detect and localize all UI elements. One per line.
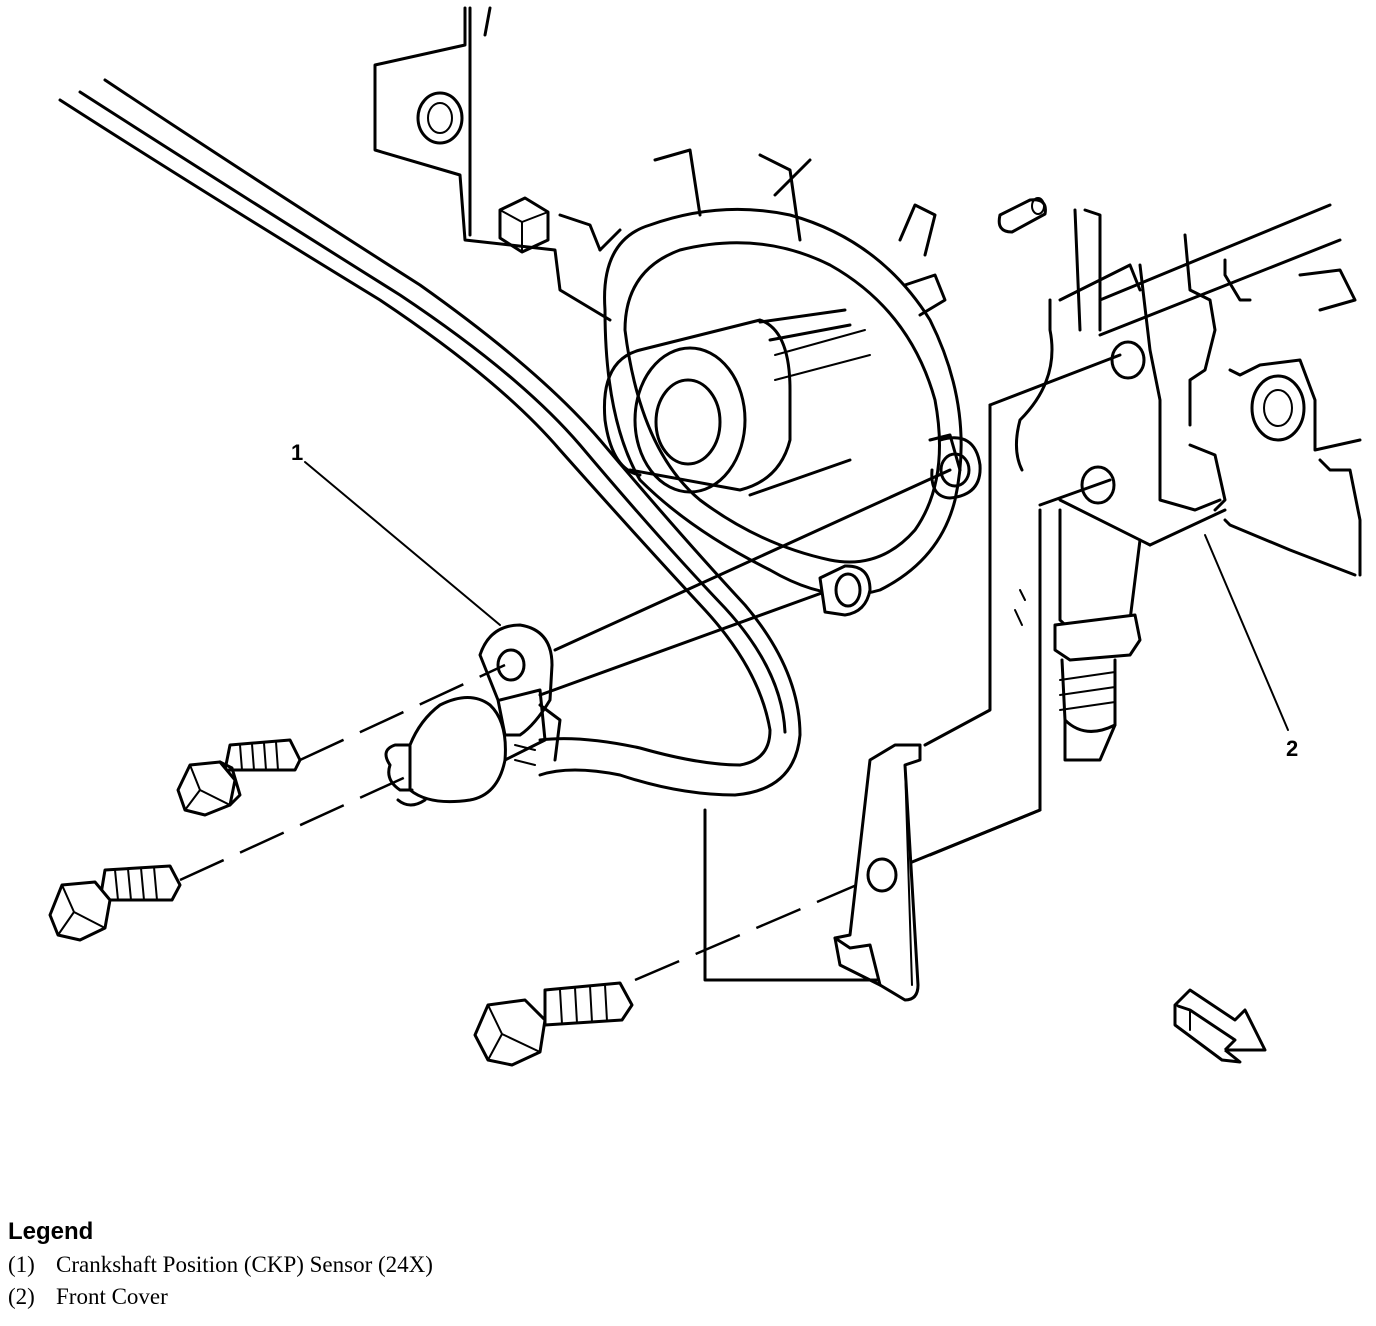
legend-item-number: (2)	[8, 1284, 35, 1309]
callout-leaders	[304, 461, 1289, 731]
alignment-lines	[179, 468, 1112, 982]
crankshaft-reluctor	[598, 148, 982, 596]
legend-item-number: (1)	[8, 1252, 35, 1277]
bolt-lower	[473, 981, 634, 1067]
legend: Legend (1) Crankshaft Position (CKP) Sens…	[8, 1218, 433, 1310]
exploded-view-drawing	[48, 6, 1362, 1067]
bolt-upper	[176, 738, 302, 817]
bracket-plate	[923, 263, 1227, 857]
callout-2: 2	[1286, 736, 1299, 761]
bolt-middle	[48, 864, 182, 942]
ckp-sensor	[58, 78, 802, 807]
legend-item-1: (1) Crankshaft Position (CKP) Sensor (24X…	[8, 1252, 433, 1278]
legend-item-2: (2) Front Cover	[8, 1284, 433, 1310]
legend-item-text: Front Cover	[56, 1284, 168, 1309]
legend-title: Legend	[8, 1218, 94, 1245]
legend-item-text: Crankshaft Position (CKP) Sensor (24X)	[56, 1252, 433, 1277]
callout-1: 1	[291, 440, 304, 465]
mounting-bracket	[833, 743, 922, 1002]
direction-arrow-icon	[1173, 988, 1267, 1064]
